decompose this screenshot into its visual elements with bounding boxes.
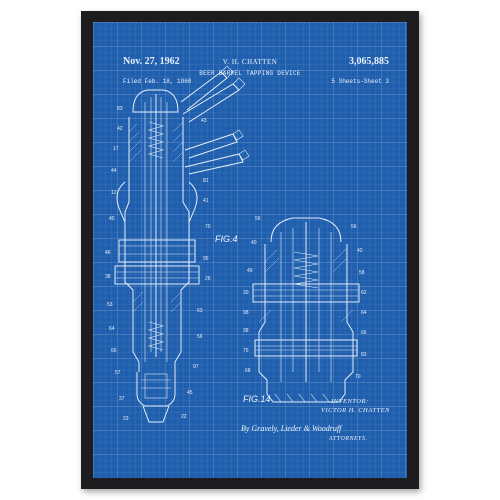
svg-text:68: 68 (245, 368, 251, 374)
svg-text:22: 22 (181, 414, 187, 420)
inventor-name: VICTOR H. CHATTEN (321, 407, 390, 414)
patent-sheets: 5 Sheets-Sheet 3 (331, 78, 389, 85)
svg-text:56: 56 (197, 334, 203, 340)
svg-text:63: 63 (197, 308, 203, 314)
svg-text:70: 70 (205, 224, 211, 230)
fig4-drawing: 83 42 17 44 12 40 46 38 53 64 66 57 37 2… (105, 65, 250, 423)
svg-text:58: 58 (359, 270, 365, 276)
attorneys-signature: By Gravely, Lieder & Woodruff (241, 424, 342, 433)
fig14-label: FIG.14 (243, 394, 271, 404)
svg-text:38: 38 (243, 328, 249, 334)
svg-text:17: 17 (113, 146, 119, 152)
fig14-drawing: 56 40 49 30 98 38 75 68 56 42 58 62 64 6… (243, 216, 367, 403)
svg-text:40: 40 (109, 216, 115, 222)
svg-text:62: 62 (361, 290, 367, 296)
svg-text:45: 45 (187, 390, 193, 396)
svg-text:38: 38 (105, 274, 111, 280)
attorneys-label: ATTORNEYS. (329, 436, 368, 442)
inventor-label: INVENTOR: (331, 398, 369, 405)
svg-text:64: 64 (361, 310, 367, 316)
svg-text:44: 44 (111, 168, 117, 174)
svg-text:75: 75 (243, 348, 249, 354)
svg-text:40: 40 (251, 240, 257, 246)
svg-text:66: 66 (361, 330, 367, 336)
patent-date: Nov. 27, 1962 (123, 56, 180, 67)
svg-text:83: 83 (117, 106, 123, 112)
svg-text:53: 53 (107, 302, 113, 308)
svg-text:26: 26 (205, 276, 211, 282)
svg-text:49: 49 (247, 268, 253, 274)
svg-text:23: 23 (123, 416, 129, 422)
svg-text:95: 95 (203, 256, 209, 262)
svg-text:46: 46 (105, 250, 111, 256)
patent-inventor-header: V. H. CHATTEN (222, 58, 278, 66)
svg-text:66: 66 (111, 348, 117, 354)
svg-text:56: 56 (255, 216, 261, 222)
svg-text:64: 64 (109, 326, 115, 332)
svg-text:42: 42 (357, 248, 363, 254)
svg-text:83: 83 (361, 352, 367, 358)
svg-text:30: 30 (243, 290, 249, 296)
svg-text:97: 97 (193, 364, 199, 370)
patent-filed-date: Filed Feb. 18, 1960 (123, 78, 192, 85)
svg-text:43: 43 (201, 118, 207, 124)
svg-text:41: 41 (203, 198, 209, 204)
svg-text:56: 56 (351, 224, 357, 230)
svg-text:81: 81 (203, 178, 209, 184)
svg-text:37: 37 (119, 396, 125, 402)
blueprint-print: Nov. 27, 1962 V. H. CHATTEN 3,065,885 BE… (93, 22, 407, 478)
fig4-label: FIG.4 (215, 234, 238, 244)
technical-drawing: 83 42 17 44 12 40 46 38 53 64 66 57 37 2… (105, 65, 367, 423)
svg-text:98: 98 (243, 310, 249, 316)
svg-text:42: 42 (117, 126, 123, 132)
svg-text:12: 12 (111, 190, 117, 196)
patent-number: 3,065,885 (349, 56, 389, 67)
svg-text:57: 57 (115, 370, 121, 376)
svg-text:70: 70 (355, 374, 361, 380)
patent-title: BEER BARREL TAPPING DEVICE (199, 70, 301, 77)
